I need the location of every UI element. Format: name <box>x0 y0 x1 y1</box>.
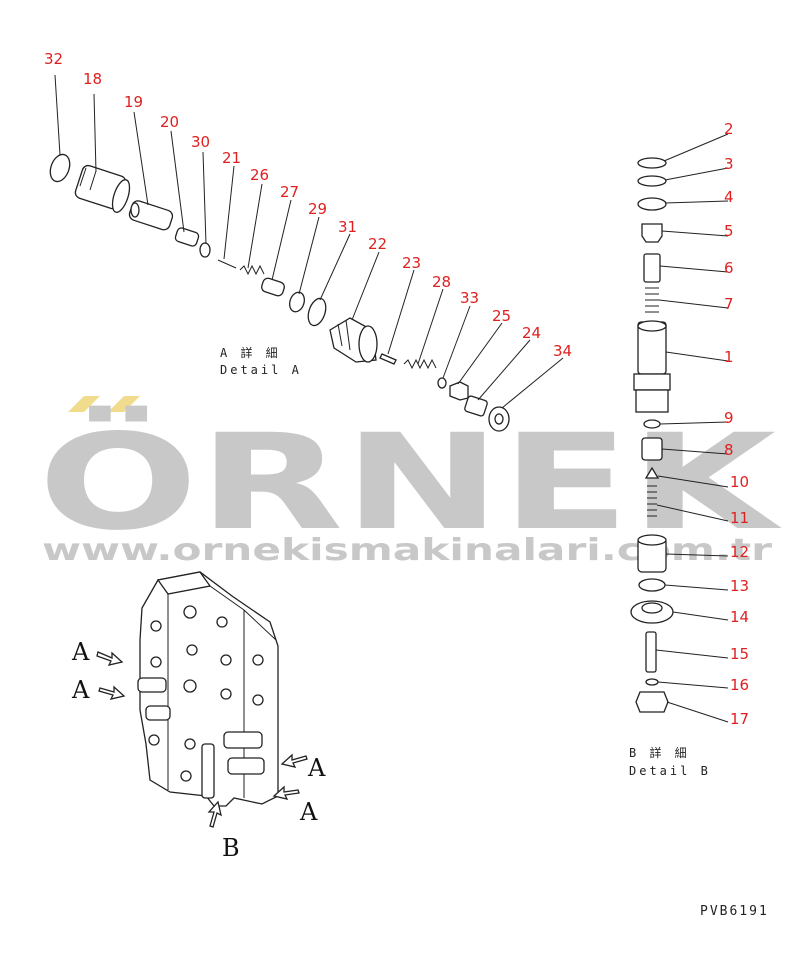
callout: 33 <box>460 289 479 307</box>
view-label-a1: A <box>71 638 90 666</box>
part-21-pin <box>217 259 237 269</box>
part-23-needle <box>379 353 397 365</box>
drawing-code: PVB6191 <box>700 904 769 919</box>
view-arrow-a2 <box>98 685 126 700</box>
callout: 16 <box>730 676 749 694</box>
callout: 12 <box>730 543 749 561</box>
view-label-a2: A <box>71 676 90 704</box>
callout: 27 <box>280 183 299 201</box>
part-16-ring <box>645 678 659 686</box>
part-3-ring <box>637 175 667 187</box>
part-4-disc <box>637 197 667 211</box>
part-6-plug <box>643 253 661 283</box>
callout: 19 <box>124 93 143 111</box>
part-12-adjuster <box>637 534 667 573</box>
callout: 32 <box>44 50 63 68</box>
part-32-oring <box>49 153 71 183</box>
part-10-needle <box>644 466 660 479</box>
part-1-body <box>633 320 671 413</box>
part-26-spring <box>239 264 265 276</box>
valve-block-assembly <box>137 571 279 807</box>
watermark-accent-left <box>68 396 100 412</box>
callout: 30 <box>191 133 210 151</box>
callout: 9 <box>724 409 734 427</box>
callout: 18 <box>83 70 102 88</box>
view-arrow-a1 <box>96 651 124 666</box>
callout: 20 <box>160 113 179 131</box>
callout: 23 <box>402 254 421 272</box>
callout: 24 <box>522 324 541 342</box>
detail-a-callouts: 32 18 19 20 30 21 26 27 29 31 22 23 28 3… <box>44 50 572 360</box>
part-34-nut <box>488 406 510 432</box>
callout: 7 <box>724 295 734 313</box>
detail-a-caption-jp: A 詳 細 <box>220 345 281 360</box>
callout: 8 <box>724 441 734 459</box>
part-5-cap <box>641 223 663 243</box>
callout: 5 <box>724 222 734 240</box>
callout: 4 <box>724 188 734 206</box>
detail-b-caption-jp: B 詳 細 <box>629 745 690 760</box>
part-8-sleeve <box>641 437 663 461</box>
detail-a-caption-en: Detail A <box>220 363 302 377</box>
callout: 25 <box>492 307 511 325</box>
view-arrow-b <box>207 800 222 828</box>
part-18-sleeve <box>74 164 131 213</box>
detail-b-leaders <box>655 133 729 723</box>
watermark-brand: ÖRNEK <box>38 406 783 560</box>
view-arrow-a3 <box>280 753 308 768</box>
part-33-ball <box>437 377 447 389</box>
part-25-seat <box>449 381 469 401</box>
watermark: ÖRNEK www.ornekismakinalari.com.tr <box>38 396 783 568</box>
view-arrow-a4 <box>272 785 300 800</box>
callout: 14 <box>730 608 749 626</box>
view-label-b: B <box>222 834 240 862</box>
callout: 17 <box>730 710 749 728</box>
callout: 34 <box>553 342 572 360</box>
callout: 2 <box>724 120 734 138</box>
part-29-ring <box>289 291 305 313</box>
callout: 11 <box>730 509 749 527</box>
callout: 10 <box>730 473 749 491</box>
callout: 22 <box>368 235 387 253</box>
callout: 6 <box>724 259 734 277</box>
view-label-a3: A <box>307 754 326 782</box>
view-arrows: A A A A B <box>71 638 326 862</box>
part-20-plunger <box>174 227 200 247</box>
callout: 3 <box>724 155 734 173</box>
view-label-a4: A <box>299 798 318 826</box>
callout: 21 <box>222 149 241 167</box>
callout: 29 <box>308 200 327 218</box>
callout: 26 <box>250 166 269 184</box>
part-14-locknut <box>630 600 674 624</box>
callout: 31 <box>338 218 357 236</box>
part-7-spring <box>645 287 659 313</box>
part-31-oring <box>307 297 327 327</box>
detail-b-callouts: 2 3 4 5 6 7 1 9 8 10 11 12 13 14 15 16 1… <box>724 120 749 728</box>
part-30-washer <box>199 242 211 258</box>
part-19-spool <box>128 200 174 231</box>
watermark-accent-right <box>108 396 140 412</box>
callout: 28 <box>432 273 451 291</box>
detail-b-parts <box>630 157 674 713</box>
part-22-housing <box>329 317 378 363</box>
callout: 13 <box>730 577 749 595</box>
part-11-spring <box>647 485 657 517</box>
part-15-stem <box>645 631 657 673</box>
part-28-spring <box>403 358 437 370</box>
part-9-oring <box>643 419 661 429</box>
detail-b-caption-en: Detail B <box>629 764 711 778</box>
part-13-oring <box>638 578 666 592</box>
part-17-capnut <box>635 691 669 713</box>
detail-a-parts <box>49 153 510 432</box>
part-27-collar <box>261 277 285 297</box>
part-24-screw <box>464 395 488 417</box>
part-2-disc <box>637 157 667 169</box>
callout: 15 <box>730 645 749 663</box>
callout: 1 <box>724 348 734 366</box>
detail-a-leaders <box>54 74 564 409</box>
